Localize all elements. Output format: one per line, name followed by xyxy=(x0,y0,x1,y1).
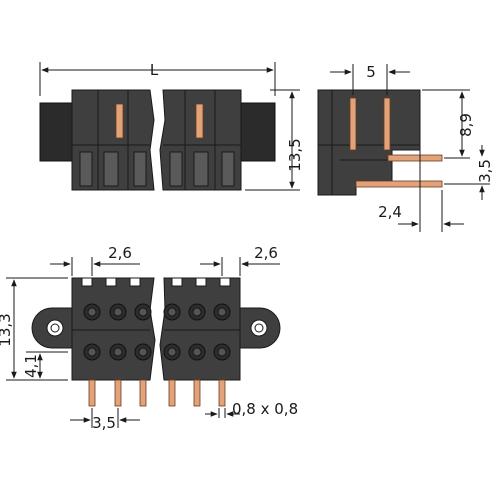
left-flange xyxy=(39,102,73,162)
front-housing-right xyxy=(159,277,241,381)
dim-length: L xyxy=(150,61,159,79)
contact-holes-lower xyxy=(83,343,231,361)
side-pin-horizontal-1 xyxy=(387,154,443,162)
dim-height-side-upper: 8,9 xyxy=(457,113,475,137)
right-flange xyxy=(240,102,276,162)
dim-offset-side: 2,4 xyxy=(378,203,402,221)
contact-holes-upper xyxy=(83,303,231,321)
dim-height-front-lower: 4,1 xyxy=(22,354,40,378)
side-pin-upper-2 xyxy=(383,97,391,151)
front-housing-left xyxy=(71,277,156,381)
dim-pin-size: 0,8 x 0,8 xyxy=(232,400,298,418)
top-pin-right xyxy=(195,103,204,139)
side-pin-upper-1 xyxy=(349,97,357,151)
dim-height-top: 13,5 xyxy=(286,138,304,171)
side-view: 5 8,9 3,5 2,4 xyxy=(317,63,494,232)
dim-height-side-lower: 3,5 xyxy=(476,159,494,183)
front-pins xyxy=(88,379,226,407)
top-pin-left xyxy=(115,103,124,139)
front-view: 2,6 2,6 13,3 4,1 3,5 0,8 x 0,8 xyxy=(0,244,298,432)
side-housing xyxy=(317,89,421,196)
dim-height-front: 13,3 xyxy=(0,313,14,346)
top-view: L 13,5 xyxy=(39,61,304,191)
right-mount-hole xyxy=(250,319,268,337)
dim-pitch-front-right: 2,6 xyxy=(254,244,278,262)
dim-pin-pitch: 3,5 xyxy=(92,414,116,432)
dim-pitch-side: 5 xyxy=(366,63,376,81)
side-pin-horizontal-2 xyxy=(355,180,443,188)
left-mount-hole xyxy=(46,319,64,337)
dim-pitch-front-left: 2,6 xyxy=(108,244,132,262)
